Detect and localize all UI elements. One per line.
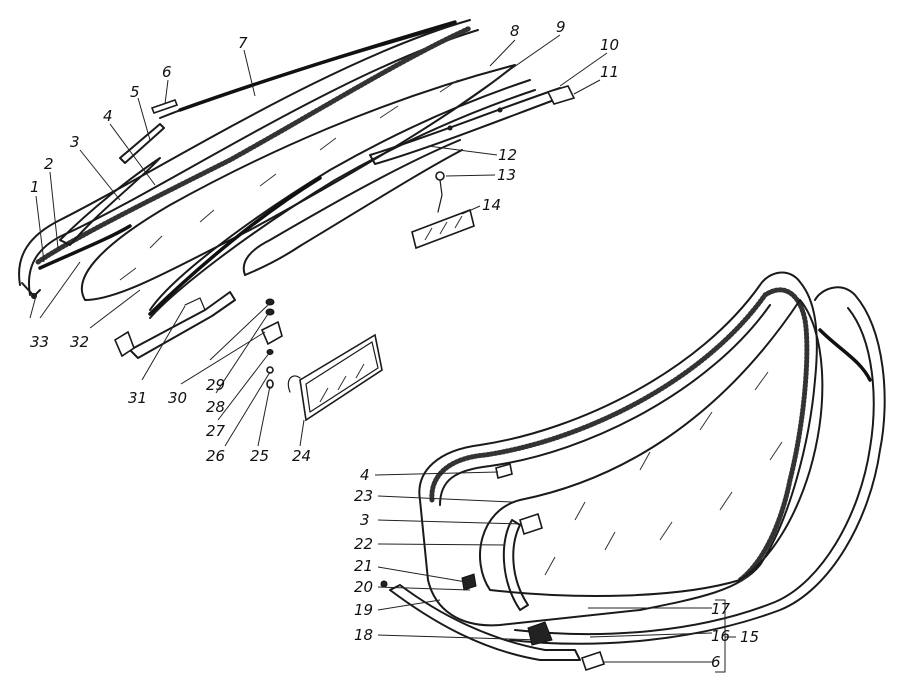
rear-glass-hatch	[544, 371, 783, 576]
callout-28: 28	[206, 398, 225, 416]
callout-10: 10	[600, 36, 619, 54]
lower-molding-18	[389, 584, 581, 661]
callout-14: 14	[482, 196, 501, 214]
callout-3-rear: 3	[360, 511, 370, 529]
visor-arm	[287, 375, 301, 393]
molding-8-bead	[148, 176, 322, 316]
callout-9: 9	[556, 18, 566, 36]
inner-molding-8-edge	[149, 89, 536, 319]
visor-bracket-assembly	[113, 291, 236, 359]
callout-12: 12	[498, 146, 517, 164]
trim-strip-5	[59, 157, 161, 246]
callout-23: 23	[354, 487, 373, 505]
callout-18: 18	[354, 626, 373, 644]
clip-3	[519, 512, 543, 536]
callout-7: 7	[238, 34, 248, 52]
rear-molding-17	[509, 286, 886, 645]
sun-visor-inner	[305, 341, 379, 413]
callout-4-rear: 4	[360, 466, 370, 484]
callout-27: 27	[206, 422, 226, 440]
leader-lines	[29, 34, 736, 673]
molding-12-edge	[244, 149, 463, 276]
visor-hinge	[113, 330, 135, 358]
callout-8: 8	[510, 22, 520, 40]
nut-29	[265, 298, 275, 306]
callout-21: 21	[354, 557, 373, 575]
callout-30: 30	[168, 389, 187, 407]
washer-26	[266, 366, 274, 374]
clip-20	[380, 580, 388, 588]
rear-glass	[479, 299, 824, 597]
seal-lower-edge	[38, 224, 132, 270]
callout-2: 2	[44, 155, 54, 173]
sun-visor-24	[299, 333, 383, 422]
callout-22: 22	[354, 535, 373, 553]
callout-25: 25	[250, 447, 269, 465]
mirror-hatch	[424, 215, 463, 241]
visor-clip	[184, 297, 206, 311]
callout-24: 24	[292, 447, 311, 465]
rear-seal-bead	[429, 287, 810, 583]
windshield-assembly	[18, 19, 576, 319]
callout-32: 32	[70, 333, 89, 351]
callout-4: 4	[103, 107, 113, 125]
molding-12	[242, 139, 461, 276]
callout-26: 26	[206, 447, 225, 465]
corner-end-18	[527, 621, 553, 646]
rear-seal-outer	[418, 271, 818, 627]
callout-17: 17	[711, 600, 731, 618]
trim-clip-5	[119, 123, 165, 164]
callout-29: 29	[206, 376, 225, 394]
callout-19: 19	[354, 601, 373, 619]
header-hole	[497, 107, 503, 113]
windshield-glass	[80, 64, 516, 301]
callout-16: 16	[711, 627, 730, 645]
small-hardware	[260, 298, 283, 389]
visor-hatch	[319, 363, 365, 403]
windshield-glass-hatch	[119, 79, 459, 281]
rear-molding-17-inner	[514, 307, 875, 636]
callout-20: 20	[354, 578, 373, 596]
corner-post-22	[502, 519, 529, 611]
bracket-30	[260, 320, 283, 346]
callout-3: 3	[70, 133, 80, 151]
upper-molding-7-edge	[178, 20, 457, 112]
callout-13: 13	[497, 166, 516, 184]
windshield-seal-inner	[28, 29, 479, 296]
clip-21	[461, 573, 477, 591]
rear-window-assembly	[380, 271, 886, 672]
rear-view-mirror	[411, 171, 475, 250]
mirror-stem	[437, 179, 443, 213]
callout-33: 33	[30, 333, 49, 351]
callout-6: 6	[162, 63, 172, 81]
mirror-mount-13	[435, 171, 445, 181]
callout-6-rear: 6	[711, 653, 721, 671]
callout-labels: 1 2 3 4 5 6 7 8 9 10 11 12 13 14 15 16 1…	[30, 18, 759, 671]
windshield-seal-bead	[35, 25, 473, 265]
callout-1: 1	[30, 178, 40, 196]
bracket-33	[21, 282, 41, 297]
callout-5: 5	[130, 83, 140, 101]
washer-28	[265, 308, 275, 316]
clip-4	[495, 462, 513, 480]
callout-31: 31	[128, 389, 147, 407]
header-hole	[447, 125, 453, 131]
callout-11: 11	[600, 63, 619, 81]
visor-rod-31	[129, 291, 236, 359]
plate-6	[150, 98, 179, 115]
rear-seal-inner-top	[439, 304, 771, 506]
bracket-11	[546, 85, 576, 105]
clip-6	[580, 650, 606, 672]
sun-visor	[287, 333, 383, 422]
inner-molding-8	[149, 79, 531, 311]
molding-end-dark	[818, 328, 872, 382]
callout-15: 15	[740, 628, 759, 646]
